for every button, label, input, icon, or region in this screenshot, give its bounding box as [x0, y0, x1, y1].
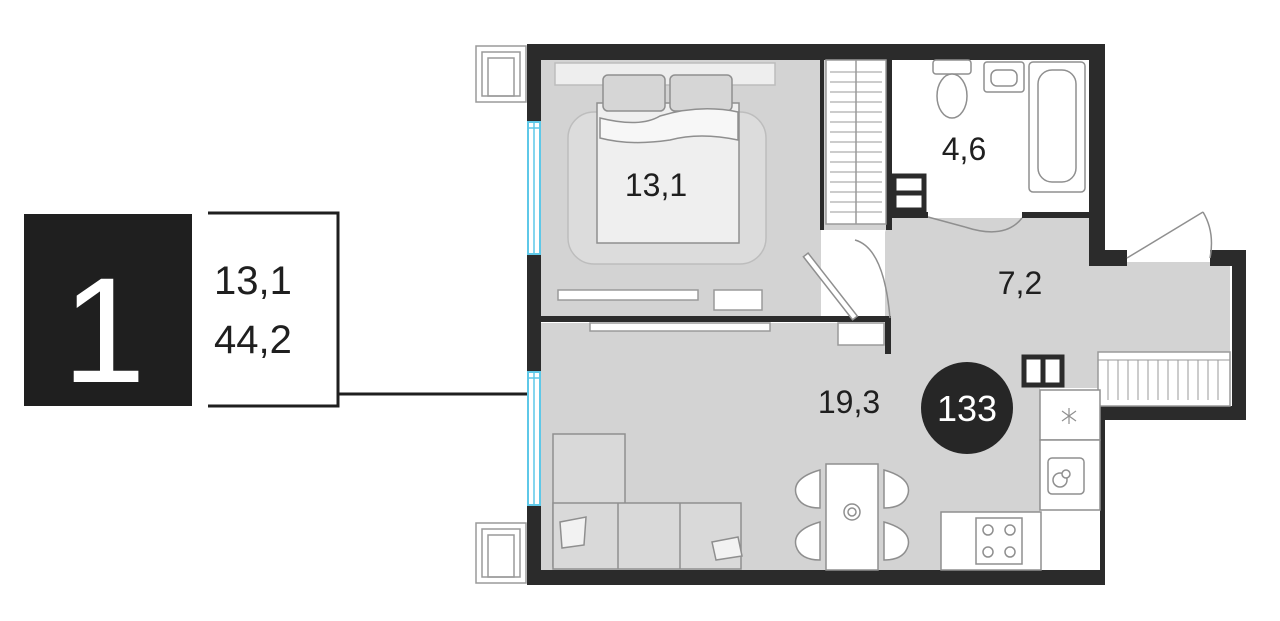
balcony-railing-bottom: [475, 522, 527, 584]
wardrobe: [825, 59, 887, 225]
sink-icon: [983, 61, 1025, 93]
wall-balcony-right: [1232, 250, 1246, 420]
total-area-value: 44,2: [214, 318, 292, 362]
bathtub-icon: [1028, 61, 1086, 193]
wall-bath-bottom: [1022, 212, 1092, 218]
wall-balcony-bottom: [1100, 406, 1246, 420]
blanket-fold: [599, 108, 739, 144]
cushion-right: [711, 536, 743, 561]
balcony-railing-top: [475, 45, 527, 103]
living-area-value: 13,1: [214, 259, 292, 303]
hallway-area-label: 7,2: [998, 265, 1042, 301]
hall-wardrobe: [1097, 351, 1231, 407]
wall-bedroom-wardrobe: [820, 60, 824, 230]
pillow-right: [669, 74, 733, 112]
wall-hall-corner: [1089, 250, 1127, 266]
apartment-number-badge: 133: [921, 362, 1013, 454]
apartment-number: 133: [937, 388, 997, 429]
bedroom-shelf: [557, 289, 763, 311]
wall-left-top: [527, 44, 541, 122]
rooms-count: 1: [62, 246, 145, 414]
window-living: [527, 371, 541, 506]
wall-hall-divider: [885, 318, 891, 354]
door-bedroom: [802, 239, 891, 321]
cushion-left: [559, 516, 587, 549]
wall-left-middle: [527, 254, 541, 372]
dining-set: [794, 463, 910, 571]
wall-bedroom-living: [541, 316, 891, 322]
cooktop-icon: [975, 517, 1023, 565]
toilet-icon: [932, 59, 972, 119]
bathroom-area-label: 4,6: [942, 131, 986, 167]
area-box-frame: [208, 211, 340, 408]
wall-right-upper: [1089, 44, 1105, 266]
wall-top: [527, 44, 1105, 60]
wall-bottom: [527, 570, 1105, 585]
rooms-count-box: [24, 214, 192, 406]
pillow-left: [602, 74, 666, 112]
door-bathroom: [927, 216, 1023, 233]
hall-shaft: [1021, 354, 1065, 388]
wall-left-bottom: [527, 505, 541, 585]
kitchen-sink-icon: [1047, 457, 1085, 495]
bed: [554, 62, 776, 265]
tv-console: [589, 322, 885, 346]
fridge-icon: [1061, 408, 1077, 424]
wall-wardrobe-bath: [886, 60, 892, 230]
window-bedroom: [527, 121, 541, 255]
door-entrance: [1126, 211, 1213, 259]
wall-bath-left-stub: [892, 212, 928, 218]
wall-right-lower: [1100, 420, 1105, 585]
sofa: [552, 433, 743, 570]
shaft-box: [891, 173, 927, 213]
living-kitchen-area-label: 19,3: [818, 384, 880, 420]
walls: [527, 44, 1246, 585]
bedroom-area-label: 13,1: [625, 167, 687, 203]
